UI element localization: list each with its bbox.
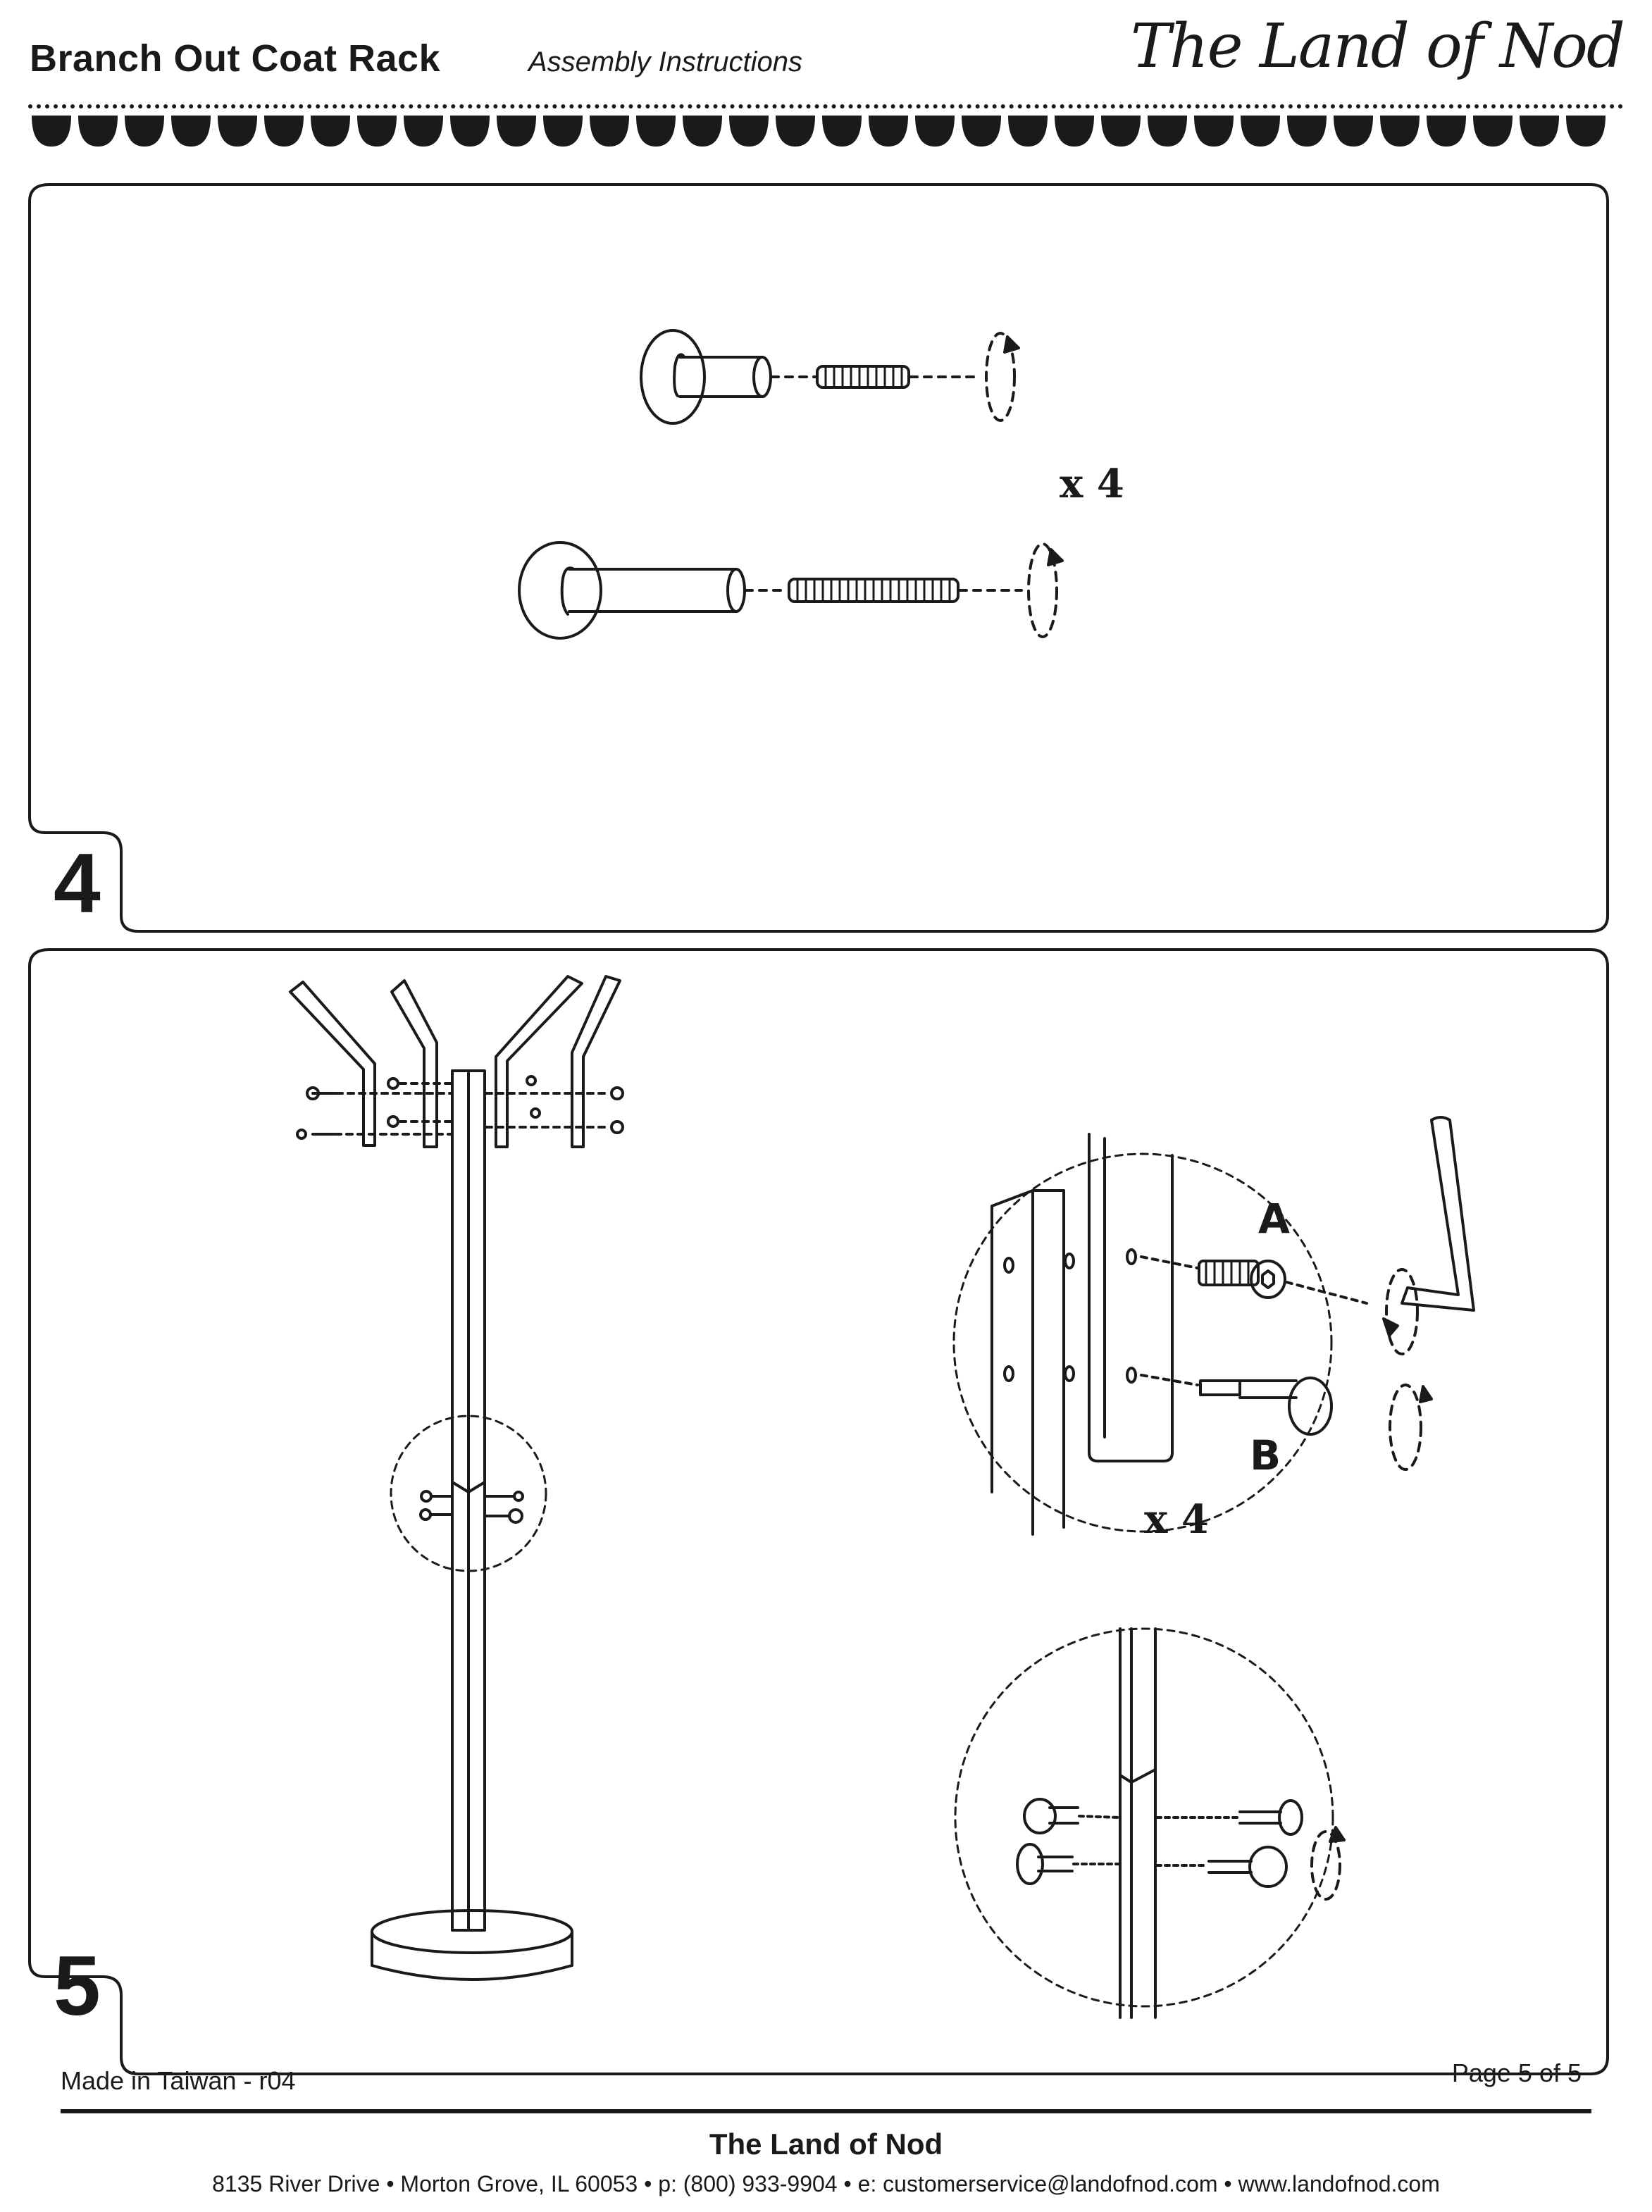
scallop — [1287, 116, 1327, 147]
scallop — [869, 116, 908, 147]
step-4-number: 4 — [54, 836, 101, 931]
footer-contact-line: 8135 River Drive • Morton Grove, IL 6005… — [212, 2171, 1440, 2197]
scallop — [822, 116, 862, 147]
scallop — [543, 116, 583, 147]
short-hook-with-bolt — [640, 329, 1020, 425]
coat-rack-assembly — [289, 975, 624, 1981]
scallop — [1148, 116, 1187, 147]
part-label-b: B — [1250, 1431, 1281, 1479]
document-title: Branch Out Coat Rack — [30, 37, 441, 80]
dotted-divider — [28, 104, 1624, 108]
scallop — [1194, 116, 1234, 147]
footer-company-name: The Land of Nod — [709, 2127, 943, 2161]
step-5-number: 5 — [54, 1939, 101, 2033]
bolt-thread-short — [824, 365, 903, 389]
scallop — [264, 116, 304, 147]
scallop — [1427, 116, 1466, 147]
scallop-border — [32, 116, 1606, 147]
scallop — [32, 116, 71, 147]
scallop — [1334, 116, 1373, 147]
scallop — [636, 116, 676, 147]
scallop — [1241, 116, 1280, 147]
rotate-arrow-icon — [1382, 1317, 1399, 1337]
scallop — [729, 116, 769, 147]
scallop — [357, 116, 397, 147]
scallop — [497, 116, 536, 147]
scallop — [590, 116, 629, 147]
scallop — [1473, 116, 1513, 147]
rotate-arrow-icon — [1003, 335, 1020, 354]
bolt-thread-long — [796, 578, 951, 603]
scallop — [450, 116, 490, 147]
footer-divider — [61, 2109, 1591, 2113]
scallop — [915, 116, 955, 147]
detail-circle-pole-joint — [954, 1627, 1346, 2019]
scallop — [683, 116, 722, 147]
scallop — [1520, 116, 1559, 147]
document-subtitle: Assembly Instructions — [528, 46, 803, 77]
scallop — [1008, 116, 1048, 147]
hex-key-icon — [1401, 1116, 1475, 1312]
step-4-quantity: x 4 — [1060, 461, 1124, 507]
part-label-a: A — [1258, 1195, 1290, 1243]
scallop — [311, 116, 350, 147]
scallop — [78, 116, 118, 147]
step-4-panel-frame — [28, 183, 1609, 933]
scallop — [1055, 116, 1094, 147]
scallop — [1380, 116, 1420, 147]
scallop — [125, 116, 164, 147]
scallop — [171, 116, 211, 147]
page-number: Page 5 of 5 — [1451, 2058, 1582, 2087]
rotate-arrow-icon — [1047, 548, 1064, 566]
made-in-note: Made in Taiwan - r04 — [61, 2066, 296, 2095]
scallop — [962, 116, 1001, 147]
brand-logo: The Land of Nod — [1130, 11, 1625, 82]
step-5-panel-frame — [28, 948, 1609, 2075]
scallop — [1566, 116, 1606, 147]
scallop — [776, 116, 815, 147]
scallop — [404, 116, 443, 147]
scallop — [1101, 116, 1141, 147]
rotate-arrow-icon — [1329, 1826, 1346, 1843]
detail-circle-screws — [952, 1116, 1475, 1536]
scallop — [218, 116, 257, 147]
long-hook-with-bolt — [518, 541, 1064, 640]
rotate-arrow-icon — [1419, 1385, 1433, 1403]
step-5-quantity: x 4 — [1144, 1496, 1209, 1543]
